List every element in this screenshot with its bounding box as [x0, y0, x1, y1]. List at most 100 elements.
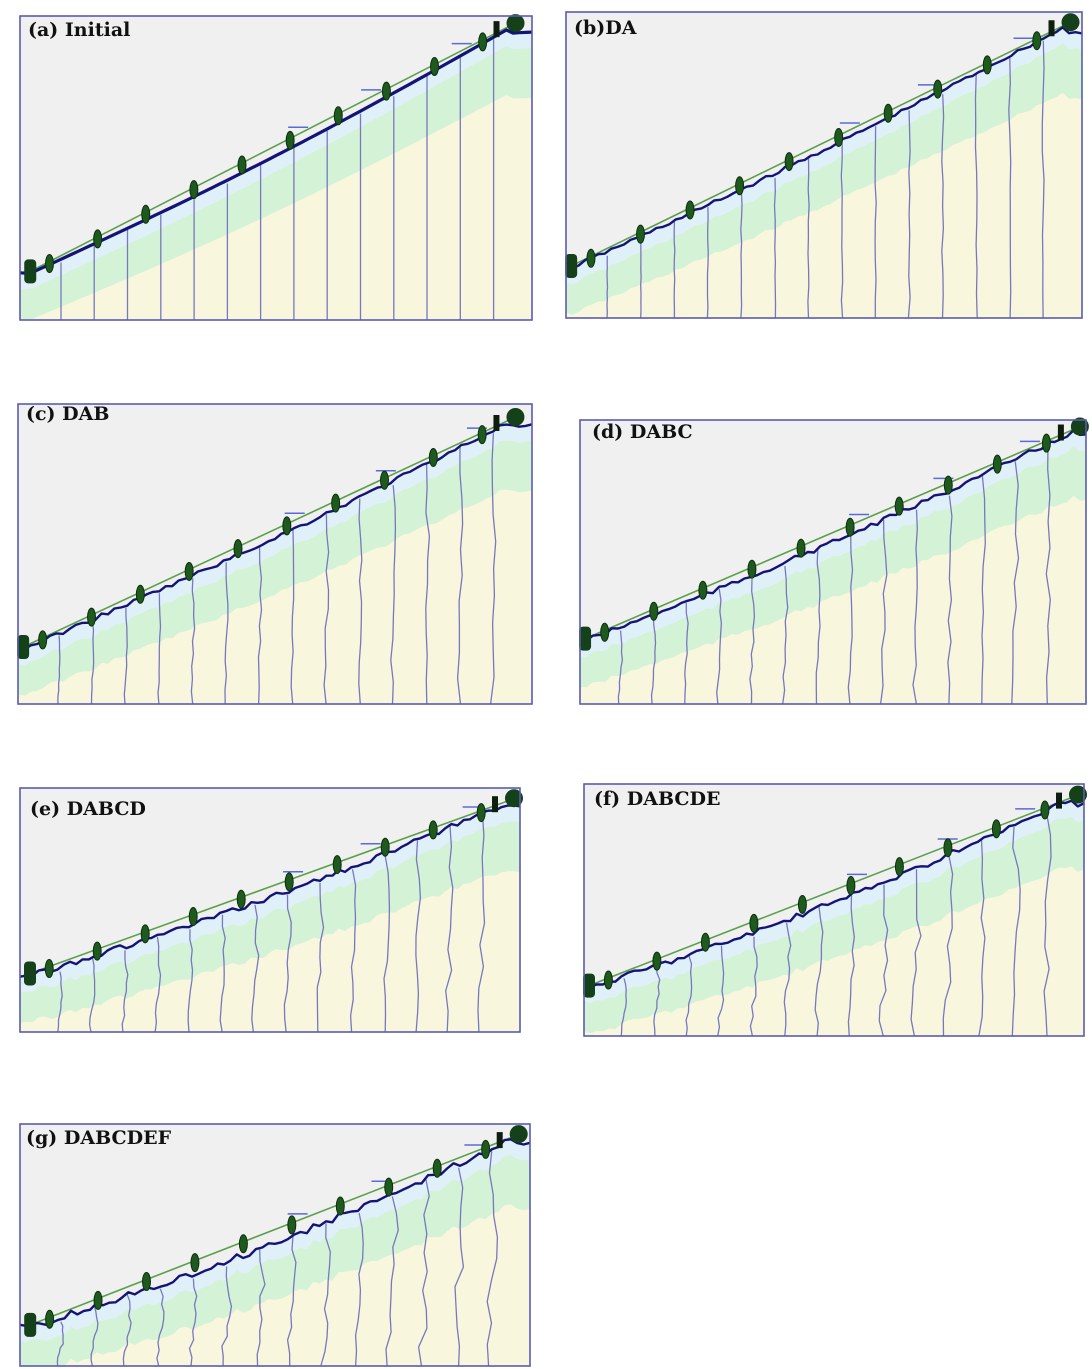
section-line	[188, 1278, 198, 1367]
survey-marker	[883, 103, 893, 123]
section-line	[620, 978, 627, 1037]
survey-marker	[600, 622, 610, 642]
survey-marker	[933, 79, 943, 99]
section-line	[847, 894, 855, 1037]
section-line	[257, 546, 263, 705]
right-anchor-marker	[1061, 13, 1080, 32]
section-line	[782, 566, 789, 705]
section-line	[90, 1305, 99, 1367]
survey-marker	[478, 32, 488, 52]
section-line	[749, 936, 758, 1037]
panel-frame	[19, 787, 521, 1033]
section-line	[1043, 812, 1052, 1037]
survey-marker	[237, 155, 247, 175]
survey-marker	[476, 803, 486, 823]
panel-e-drawing	[19, 787, 523, 1033]
section-line	[477, 814, 486, 1033]
survey-marker	[189, 180, 199, 200]
survey-marker	[381, 81, 391, 101]
section-line	[907, 110, 911, 319]
survey-marker	[428, 447, 438, 467]
survey-marker	[188, 907, 198, 927]
survey-marker	[700, 932, 710, 952]
section-line	[1011, 461, 1020, 705]
panel-e: (e) DABCD	[8, 772, 534, 1048]
left-anchor-marker	[24, 961, 36, 986]
section-line	[219, 914, 226, 1033]
section-line	[941, 94, 945, 319]
section-line	[650, 616, 657, 705]
section-line	[383, 854, 391, 1033]
survey-marker	[603, 970, 613, 990]
section-line	[617, 630, 624, 705]
survey-marker	[38, 630, 48, 650]
survey-marker	[432, 1158, 442, 1178]
section-line	[673, 221, 676, 318]
survey-marker	[1032, 31, 1042, 51]
section-line	[878, 884, 889, 1037]
surface-layer	[18, 424, 532, 666]
survey-marker	[333, 106, 343, 126]
terrain-surface-line	[17, 423, 533, 651]
section-line	[740, 191, 743, 319]
survey-marker	[236, 889, 246, 909]
survey-marker	[44, 254, 54, 274]
section-line	[316, 882, 325, 1033]
section-line	[385, 1196, 399, 1367]
panel-b-label: (b)DA	[574, 17, 637, 39]
survey-marker	[428, 820, 438, 840]
section-line	[978, 839, 986, 1037]
section-line	[1011, 826, 1021, 1037]
section-line	[814, 906, 824, 1037]
section-line	[354, 1212, 364, 1367]
right-anchor-marker	[505, 789, 523, 808]
section-line	[717, 945, 725, 1037]
section-line	[156, 1288, 165, 1367]
panel-c-diagram: (c) DAB	[17, 403, 533, 705]
survey-marker	[44, 959, 54, 979]
panel-g-label: (g) DABCDEF	[26, 1127, 172, 1149]
panel-frame	[565, 11, 1083, 319]
section-line	[123, 607, 128, 705]
surface-layer	[580, 430, 1086, 657]
section-line	[716, 588, 723, 705]
section-line	[349, 869, 357, 1033]
left-anchor-marker	[24, 1312, 37, 1337]
survey-marker	[586, 248, 596, 268]
survey-marker	[845, 517, 855, 537]
terrain-surface-line	[583, 799, 1085, 989]
section-line	[1045, 443, 1051, 705]
panel-frame	[583, 783, 1085, 1037]
survey-marker	[735, 176, 745, 196]
section-line	[912, 509, 918, 705]
section-line	[90, 622, 95, 705]
panel-frame	[19, 15, 533, 321]
section-line	[910, 869, 922, 1037]
survey-marker	[846, 876, 856, 896]
section-line	[486, 1151, 499, 1367]
panel-g-diagram: (g) DABCDEF	[19, 1123, 531, 1367]
survey-marker	[784, 152, 794, 172]
panel-g-drawing	[19, 1123, 531, 1367]
section-line	[390, 485, 397, 705]
section-line	[1008, 57, 1012, 319]
panel-c-label: (c) DAB	[26, 403, 109, 425]
section-line	[425, 464, 431, 705]
survey-marker	[943, 838, 953, 858]
survey-marker	[331, 493, 341, 513]
survey-marker	[284, 872, 294, 892]
right-anchor-marker	[509, 1125, 528, 1144]
surface-layer	[566, 27, 1082, 285]
survey-marker	[477, 425, 487, 445]
survey-marker	[135, 584, 145, 604]
section-line	[840, 140, 844, 319]
survey-marker	[894, 496, 904, 516]
survey-marker	[796, 538, 806, 558]
right-anchor-marker	[506, 408, 525, 426]
survey-marker	[636, 224, 646, 244]
section-line	[815, 548, 821, 705]
panel-a-label: (a) Initial	[28, 19, 130, 41]
section-line	[56, 1321, 64, 1367]
survey-marker	[92, 941, 102, 961]
survey-marker	[749, 913, 759, 933]
